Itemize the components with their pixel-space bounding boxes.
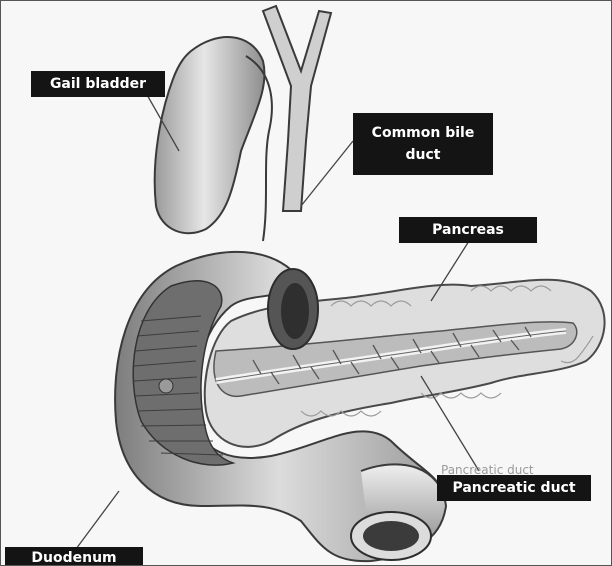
label-gall-bladder: Gail bladder bbox=[31, 71, 165, 97]
label-pancreas: Pancreas bbox=[399, 217, 537, 243]
label-common-bile-duct: Common bile duct bbox=[353, 113, 493, 175]
label-pancreatic-duct: Pancreatic duct bbox=[437, 475, 591, 501]
gall-bladder-shape bbox=[155, 37, 265, 233]
label-duodenum: Duodenum bbox=[5, 547, 143, 566]
